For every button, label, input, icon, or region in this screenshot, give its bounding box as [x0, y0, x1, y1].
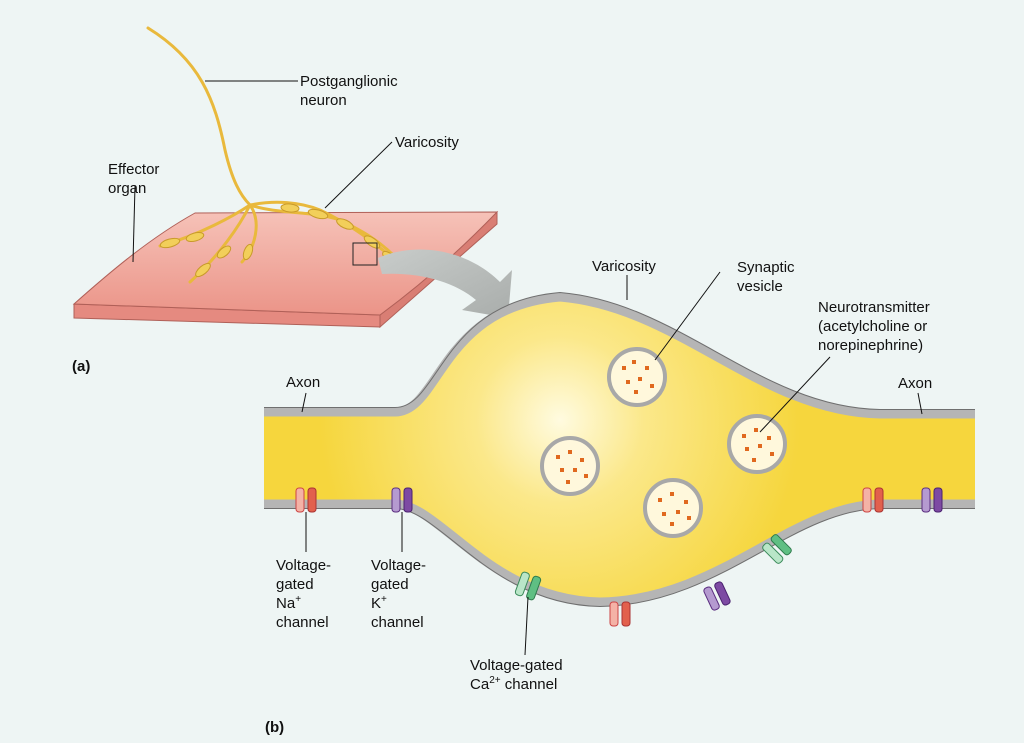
na-channel [295, 487, 317, 513]
panel-a-label: (a) [72, 358, 91, 375]
zoom-arrow [378, 249, 512, 318]
ca-channel [762, 534, 792, 564]
synaptic-vesicle [607, 347, 667, 407]
synaptic-vesicle [643, 478, 703, 538]
varicosity-beads [159, 203, 398, 278]
panel-b-label: (b) [265, 719, 285, 736]
magnifier-box [352, 242, 378, 266]
lower-membrane [264, 499, 975, 607]
varicosity-label-a: Varicosity [395, 134, 459, 151]
axon-label-left: Axon [286, 374, 321, 391]
synaptic-vesicle [540, 436, 600, 496]
axon-label-right: Axon [898, 375, 933, 392]
k-channel [921, 487, 943, 513]
upper-membrane-edge [264, 291, 975, 410]
leader-lines [132, 80, 923, 656]
synaptic-vesicle [727, 414, 787, 474]
k-channel [391, 487, 413, 513]
na-channel [609, 601, 631, 627]
upper-membrane [264, 292, 975, 419]
k-channel [703, 581, 731, 611]
na-channel [862, 487, 884, 513]
lower-membrane-edge [264, 508, 975, 608]
ca-channel [514, 571, 542, 601]
varicosity-label-b: Varicosity [592, 258, 656, 275]
